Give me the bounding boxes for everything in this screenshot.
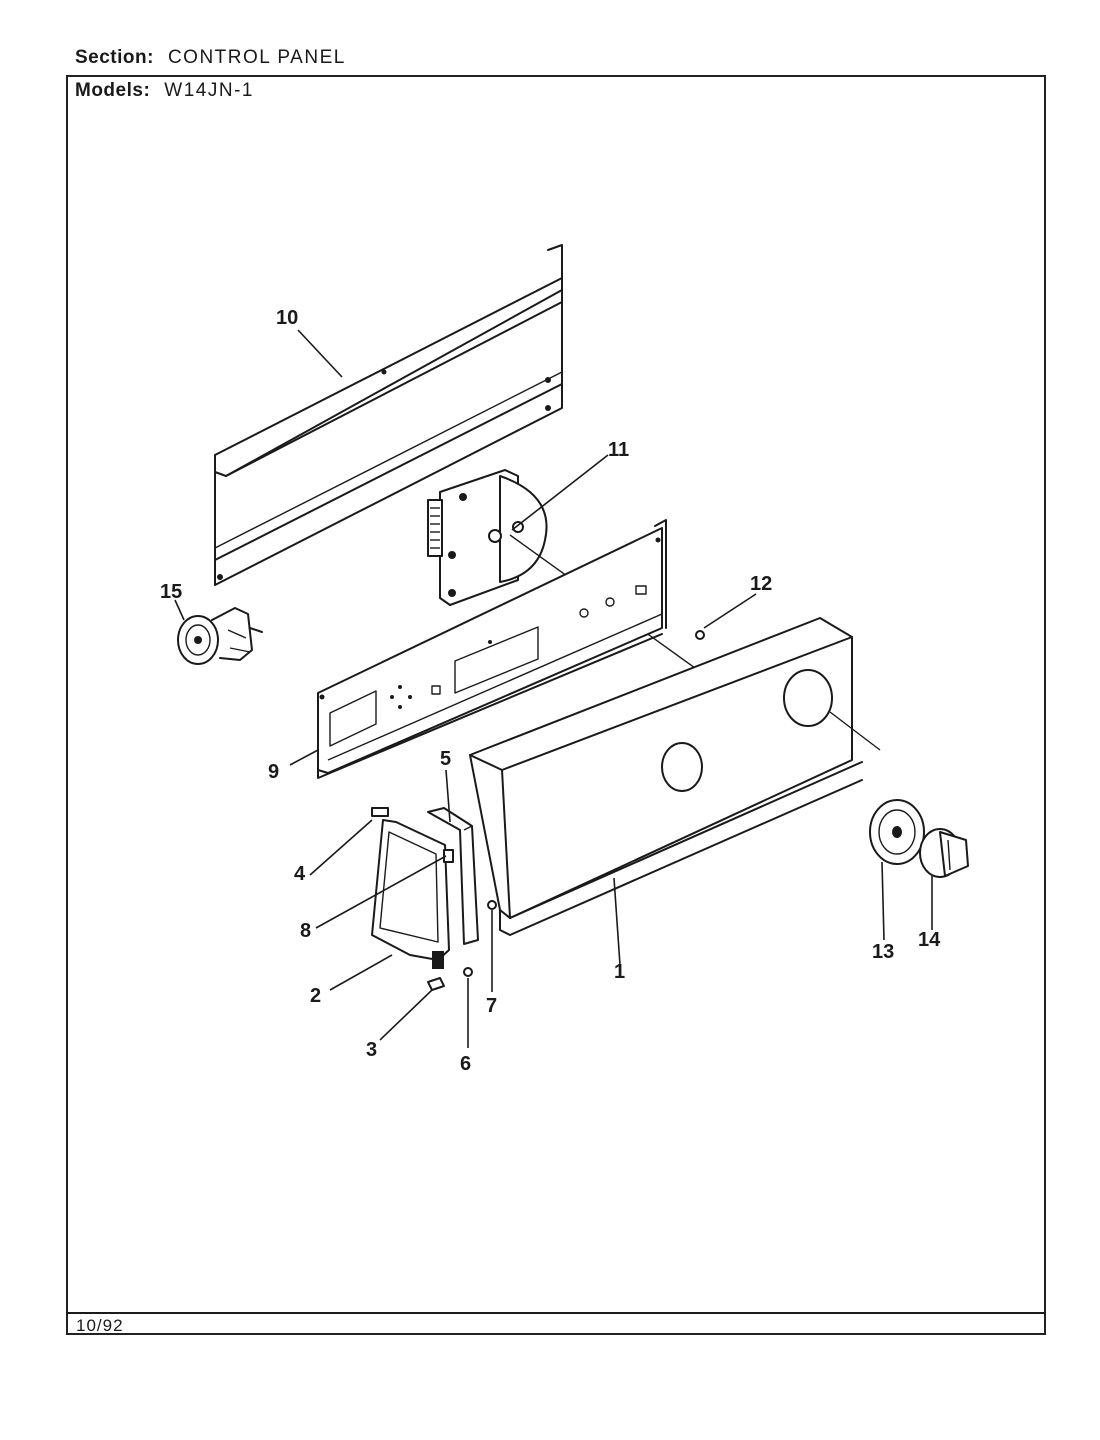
callout-4: 4 <box>294 863 306 885</box>
part-2-bezel <box>371 819 450 969</box>
part-6-screw <box>463 967 473 977</box>
footer-date: 10/92 <box>76 1316 124 1335</box>
part-10-rear-shield <box>214 244 563 586</box>
callout-13: 13 <box>872 941 894 963</box>
part-9-backing-plate <box>317 519 667 779</box>
callout-1: 1 <box>614 961 625 983</box>
section-header: Section: CONTROL PANEL <box>75 47 346 69</box>
callout-12: 12 <box>750 573 772 595</box>
callout-5: 5 <box>440 748 451 770</box>
diagram-frame <box>66 75 1046 1335</box>
part-11-timer <box>427 469 696 669</box>
part-8-fastener <box>443 849 454 863</box>
callout-6: 6 <box>460 1053 471 1075</box>
callout-3: 3 <box>366 1039 377 1061</box>
callout-11: 11 <box>608 439 629 461</box>
callout-labels: 10 11 12 15 9 5 4 8 2 3 6 7 1 13 14 <box>160 307 941 1075</box>
part-12-screw <box>695 630 705 640</box>
part-13-knob-skirt <box>869 799 925 865</box>
callout-8: 8 <box>300 920 311 942</box>
callout-9: 9 <box>268 761 279 783</box>
callout-2: 2 <box>310 985 321 1007</box>
part-3-clip <box>427 977 445 991</box>
callout-7: 7 <box>486 995 497 1017</box>
section-label: Section: <box>75 47 154 68</box>
part-4-clip <box>371 807 389 817</box>
section-value: CONTROL PANEL <box>167 47 346 68</box>
callout-10: 10 <box>276 307 298 329</box>
part-5-bracket <box>427 807 479 945</box>
models-header: Models: W14JN-1 <box>75 80 254 102</box>
leader-lines <box>174 329 933 1048</box>
part-1-console <box>469 617 881 936</box>
models-label: Models: <box>75 80 151 101</box>
models-value: W14JN-1 <box>164 80 254 101</box>
callout-15: 15 <box>160 581 182 603</box>
part-7-screw <box>487 900 497 910</box>
part-14-knob <box>919 828 969 878</box>
part-15-pulley-assembly <box>177 607 263 665</box>
callout-14: 14 <box>918 929 941 951</box>
